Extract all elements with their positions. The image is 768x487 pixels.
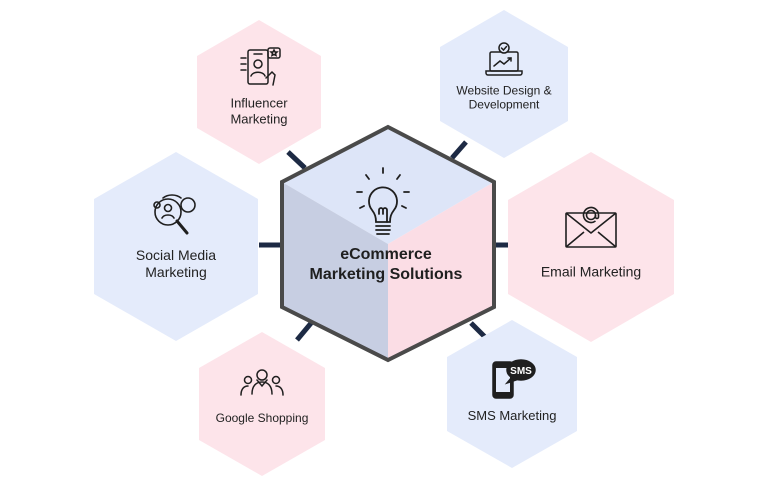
envelope-icon bbox=[565, 206, 617, 248]
label-sms-marketing: SMS Marketing bbox=[467, 408, 557, 424]
hex-google bbox=[199, 332, 325, 476]
center-hexagon bbox=[280, 124, 496, 363]
hex-influencer bbox=[197, 20, 321, 164]
connectors bbox=[259, 140, 508, 342]
hex-website bbox=[440, 10, 568, 158]
label-influencer-marketing: Influencer Marketing bbox=[230, 95, 288, 126]
connector-website bbox=[450, 140, 468, 160]
center-title: eCommerce Marketing Solutions bbox=[309, 246, 463, 283]
lightbulb-icon bbox=[356, 167, 410, 235]
label-email-marketing: Email Marketing bbox=[540, 263, 642, 280]
connector-sms bbox=[469, 321, 488, 340]
sms-icon-text: SMS bbox=[510, 366, 532, 377]
laptop-chart-icon bbox=[485, 42, 523, 76]
hex-social bbox=[94, 152, 258, 341]
connector-google bbox=[295, 320, 314, 342]
social-media-search-icon bbox=[153, 194, 196, 235]
label-google-shopping: Google Shopping bbox=[215, 410, 309, 425]
people-group-icon bbox=[240, 369, 284, 396]
connector-influencer bbox=[286, 150, 307, 170]
influencer-phone-icon bbox=[240, 47, 281, 86]
sms-phone-icon bbox=[492, 359, 536, 399]
label-social-media-marketing: Social Media Marketing bbox=[135, 247, 217, 280]
label-website-design: Website Design & Development bbox=[456, 83, 552, 112]
